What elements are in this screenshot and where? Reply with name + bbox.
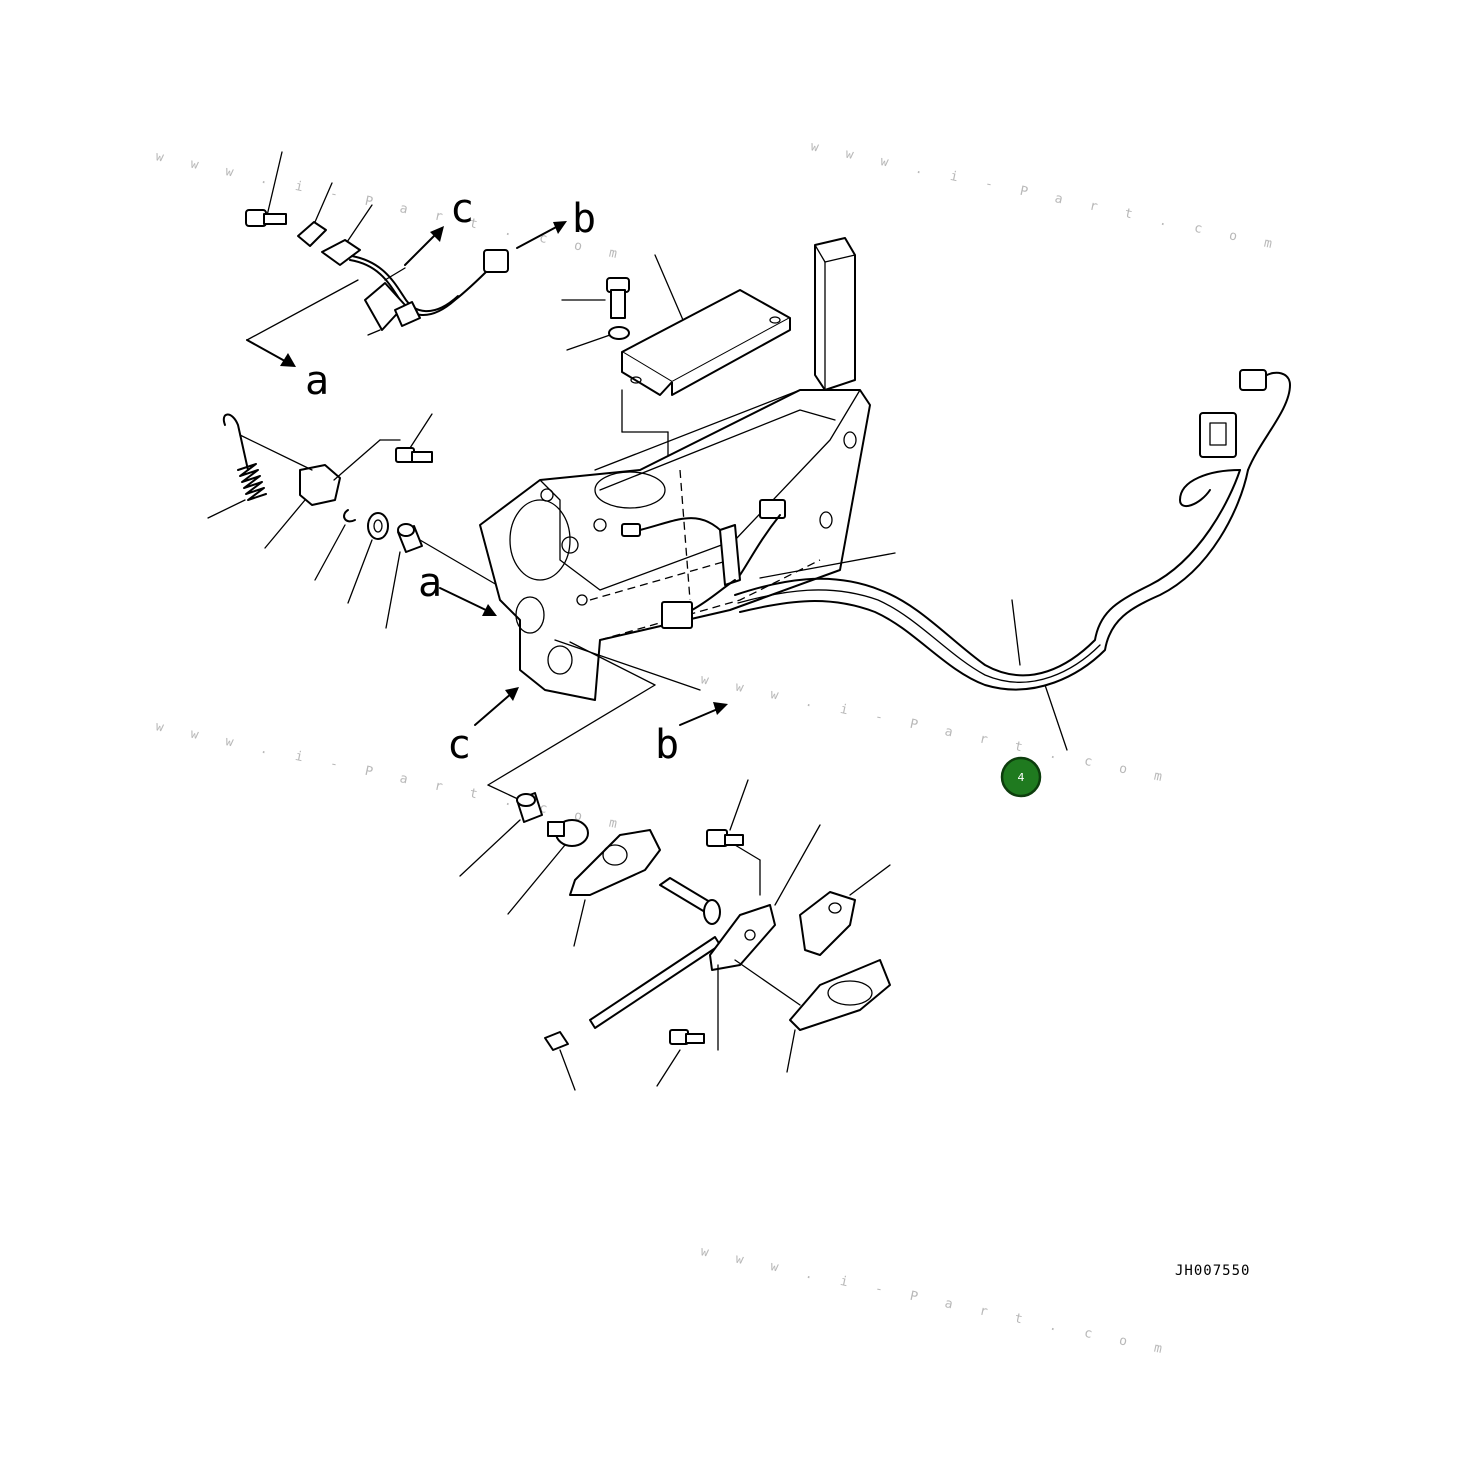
washer [608, 326, 630, 340]
snap-ring [343, 509, 356, 523]
pivot-bracket [709, 904, 776, 971]
callout-marker-4[interactable]: 4 [1000, 756, 1042, 798]
ref-letter-a: a [305, 358, 329, 404]
bracket-right [799, 891, 856, 956]
ref-letter-c-bottom: c [447, 722, 471, 768]
switch-harness-subassembly [245, 151, 567, 367]
clip [297, 221, 327, 247]
pedal-shaft-assembly [459, 779, 891, 1091]
callout-badge[interactable] [1000, 756, 1042, 798]
relay [759, 499, 786, 519]
harness-plug [1239, 369, 1267, 391]
long-shaft [589, 936, 721, 1029]
watermark: w w w . i - P a r t . c o m [809, 139, 1283, 254]
ref-letter-b-bottom: b [655, 722, 679, 768]
bracket [299, 464, 341, 506]
spring-bracket-cluster [207, 413, 498, 629]
limit-switch [321, 239, 361, 266]
ref-letter-b: b [572, 196, 596, 242]
bolt-small [245, 209, 287, 227]
watermark: w w w . i - P a r t . c o m [699, 1244, 1173, 1359]
lever-plate [569, 829, 661, 896]
watermark: w w w . i - P a r t . c o m [699, 672, 1173, 787]
watermark: w w w . i - P a r t . c o m [154, 719, 628, 834]
connector [483, 249, 509, 273]
fuse-box [661, 601, 693, 629]
main-frame [479, 237, 896, 701]
drawing-id: JH007550 [1175, 1263, 1250, 1279]
ref-letter-a-mid: a [418, 560, 442, 606]
wire-harness [734, 369, 1291, 751]
watermark: w w w . i - P a r t . c o m [154, 149, 628, 264]
cover-bracket-group [561, 254, 791, 471]
ref-letter-c: c [450, 186, 474, 232]
callout-label: 4 [1018, 771, 1025, 784]
pedal-cover [789, 959, 891, 1031]
upright-post [814, 237, 856, 391]
clip-pin [544, 1031, 569, 1051]
harness-connector-box [1199, 412, 1237, 458]
washer [367, 512, 389, 540]
